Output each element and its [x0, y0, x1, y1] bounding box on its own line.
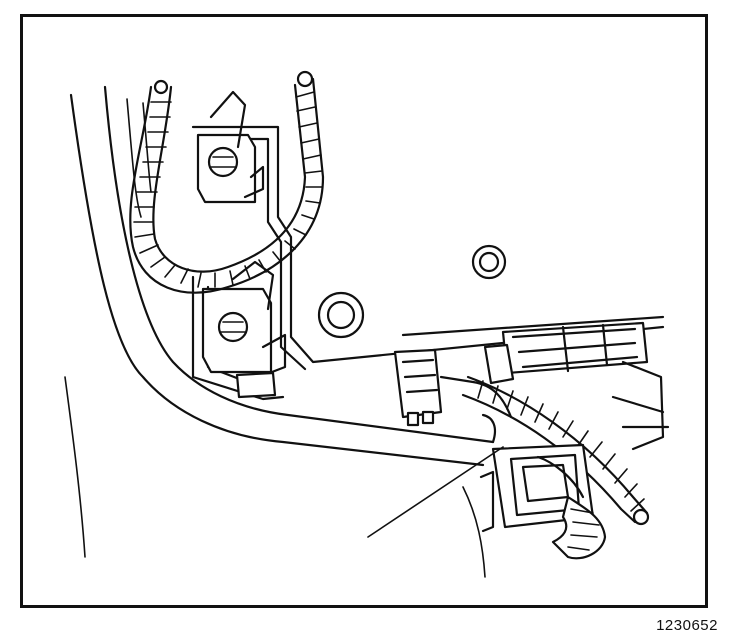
body-panel-edge-left-3	[142, 102, 152, 193]
panel-edge-lower	[462, 486, 486, 578]
engine-bay-line-drawing	[64, 70, 670, 578]
relay-module	[401, 315, 670, 451]
body-panel-edge-left-1	[64, 376, 86, 558]
lower-flange	[191, 275, 285, 401]
bolt-head-upper	[207, 146, 239, 178]
bolt-head-lower	[217, 311, 249, 343]
mount-bracket-outline	[191, 125, 665, 364]
electrical-connector	[393, 348, 513, 427]
figure-id-label: 1230652	[656, 617, 718, 634]
body-panel-curve-inner	[103, 85, 495, 444]
body-panel-curve-outer	[69, 93, 485, 467]
upper-bolt-assembly	[196, 90, 265, 204]
illustration-frame	[20, 14, 708, 608]
lower-junction-block	[479, 443, 607, 560]
leader-line-lower	[367, 446, 504, 538]
harness-conduit-loop	[129, 70, 325, 294]
bracket-step	[481, 413, 497, 444]
harness-conduit-right	[461, 375, 650, 526]
